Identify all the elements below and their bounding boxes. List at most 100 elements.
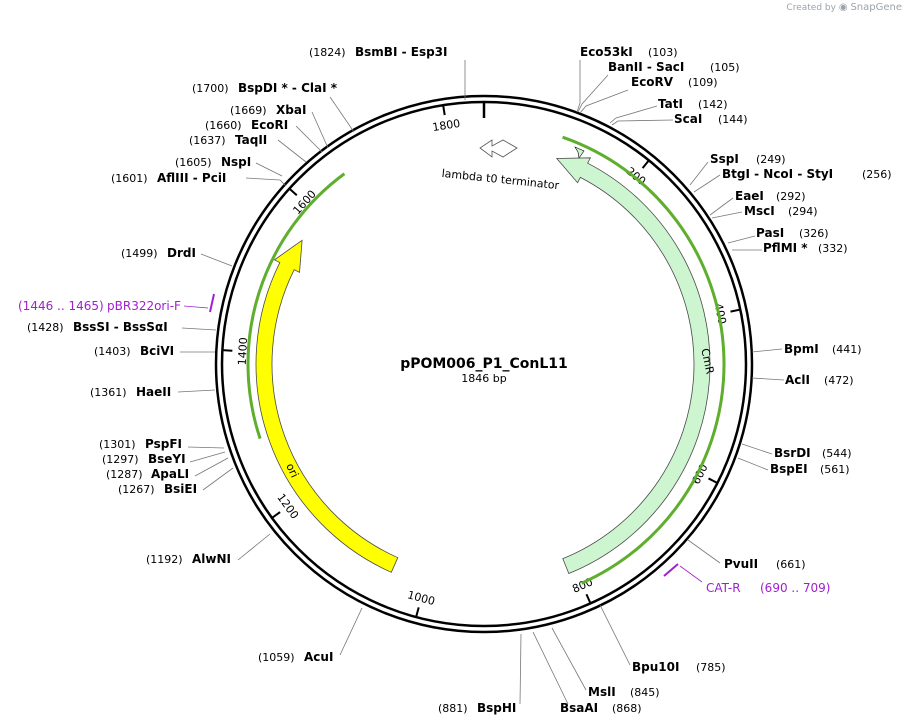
site-pasi[interactable]: PasI (326) [756, 226, 829, 240]
site-pos: (1297) [102, 453, 139, 466]
site-name: BciVI [140, 344, 174, 358]
site-name: EcoRI [251, 118, 288, 132]
site-name: HaeII [136, 385, 171, 399]
site-pos: (785) [696, 661, 726, 674]
site-pos: (1361) [90, 386, 127, 399]
site-aflii[interactable]: (1601) AflIII - PciI [111, 171, 226, 185]
site-name: ApaLI [151, 467, 189, 481]
site-bsssi[interactable]: (1428) BssSI - BssSαI [27, 320, 168, 334]
primer-name: CAT-R [706, 581, 741, 595]
leader-haeii [177, 389, 216, 393]
site-scai[interactable]: ScaI (144) [674, 112, 748, 126]
terminator-label: lambda t0 terminator [441, 167, 560, 192]
watermark-prefix: Created by [786, 3, 836, 13]
site-name: ScaI [674, 112, 702, 126]
site-btgi[interactable]: BtgI - NcoI - StyI (256) [722, 167, 892, 181]
site-ecori[interactable]: (1660) EcoRI [205, 118, 288, 132]
ori-strand-highlight [246, 172, 346, 440]
primer-pbr322ori[interactable]: (1446 .. 1465) pBR322ori-F [18, 299, 181, 313]
leader-bseyi [189, 451, 226, 463]
leader-acui [339, 607, 363, 656]
leader-pspfi [187, 446, 225, 449]
primer-range: (1446 .. 1465) [18, 299, 104, 313]
site-name: MslI [588, 685, 616, 699]
feature-lambda-t0-terminator[interactable]: lambda t0 terminator [441, 139, 560, 192]
site-msci[interactable]: MscI (294) [744, 204, 818, 218]
site-bspei[interactable]: BspEI (561) [770, 462, 850, 476]
site-msli[interactable]: MslI (845) [588, 685, 660, 699]
site-name: DrdI [167, 246, 196, 260]
site-name: AlwNI [192, 552, 231, 566]
site-pos: (1660) [205, 119, 242, 132]
site-bpmi[interactable]: BpmI (441) [784, 342, 862, 356]
leader-pasi [727, 235, 756, 244]
leader-acli [751, 377, 785, 381]
site-banii[interactable]: BanII - SacI (105) [608, 60, 740, 74]
site-name: BsrDI [774, 446, 811, 460]
site-bsaai[interactable]: BsaAI (868) [560, 701, 642, 715]
site-haeii[interactable]: (1361) HaeII [90, 385, 171, 399]
cmr-strand-highlight [562, 135, 726, 585]
tick-mark [288, 187, 298, 197]
feature-cmr[interactable]: CmR [555, 146, 717, 575]
cmr-arrowhead [574, 146, 585, 159]
site-xbai[interactable]: (1669) XbaI [230, 103, 306, 117]
site-pos: (294) [788, 205, 818, 218]
site-acui[interactable]: (1059) AcuI [258, 650, 333, 664]
site-sspi[interactable]: SspI (249) [710, 152, 786, 166]
site-ecorv[interactable]: EcoRV (109) [631, 75, 718, 89]
site-bsiei[interactable]: (1267) BsiEI [118, 482, 197, 496]
site-taqii[interactable]: (1637) TaqII [189, 133, 267, 147]
tick-mark [415, 607, 420, 618]
site-bcivi[interactable]: (1403) BciVI [94, 344, 174, 358]
tick-mark [730, 308, 741, 313]
primer-name: pBR322ori-F [107, 299, 181, 313]
site-nspi[interactable]: (1605) NspI [175, 155, 251, 169]
site-name: BsaAI [560, 701, 598, 715]
leader-bsrdi [741, 443, 773, 455]
site-pflmi[interactable]: PflMI * (332) [763, 241, 848, 255]
site-acli[interactable]: AclI (472) [785, 373, 854, 387]
site-bsmbi[interactable]: (1824) BsmBI - Esp3I [309, 45, 447, 59]
leader-tati [609, 105, 658, 124]
site-name: BssSI - BssSαI [73, 320, 168, 334]
site-pspfi[interactable]: (1301) PspFI [99, 437, 182, 451]
site-name: PvuII [724, 557, 758, 571]
site-bsrdi[interactable]: BsrDI (544) [774, 446, 852, 460]
watermark-brand: SnapGene [850, 2, 902, 13]
site-name: BtgI - NcoI - StyI [722, 167, 833, 181]
site-eco53ki[interactable]: Eco53kI (103) [580, 45, 678, 59]
leader-bspei [737, 457, 769, 471]
site-bspdi[interactable]: (1700) BspDI * - ClaI * [192, 81, 338, 95]
site-pos: (661) [776, 558, 806, 571]
snapgene-watermark: Created by ◉ SnapGene [786, 2, 902, 13]
leader-bpu10i [599, 604, 631, 666]
site-pvuii[interactable]: PvuII (661) [724, 557, 806, 571]
site-pos: (1499) [121, 247, 158, 260]
site-drdi[interactable]: (1499) DrdI [121, 246, 196, 260]
site-pos: (249) [756, 153, 786, 166]
site-pos: (105) [710, 61, 740, 74]
site-pos: (1301) [99, 438, 136, 451]
site-name: MscI [744, 204, 775, 218]
site-name: TatI [658, 97, 683, 111]
site-tati[interactable]: TatI (142) [658, 97, 728, 111]
leader-pvuii [687, 539, 721, 564]
primer-cat-r[interactable]: CAT-R (690 .. 709) [706, 581, 830, 595]
site-bsphi[interactable]: (881) BspHI [438, 701, 516, 715]
site-name: BspHI [477, 701, 516, 715]
site-name: AflIII - PciI [157, 171, 226, 185]
site-name: EcoRV [631, 75, 674, 89]
feature-ori[interactable]: ori [255, 239, 399, 573]
site-pos: (1428) [27, 321, 64, 334]
backbone-outer-strand [214, 94, 754, 634]
site-bpu10i[interactable]: Bpu10I (785) [632, 660, 726, 674]
site-apali[interactable]: (1287) ApaLI [106, 467, 189, 481]
site-alwni[interactable]: (1192) AlwNI [146, 552, 231, 566]
site-eaei[interactable]: EaeI (292) [735, 189, 806, 203]
tick-label: 1200 [274, 491, 301, 521]
site-bseyi[interactable]: (1297) BseYI [102, 452, 186, 466]
site-name: PspFI [145, 437, 182, 451]
leader-bsiei [202, 467, 234, 491]
